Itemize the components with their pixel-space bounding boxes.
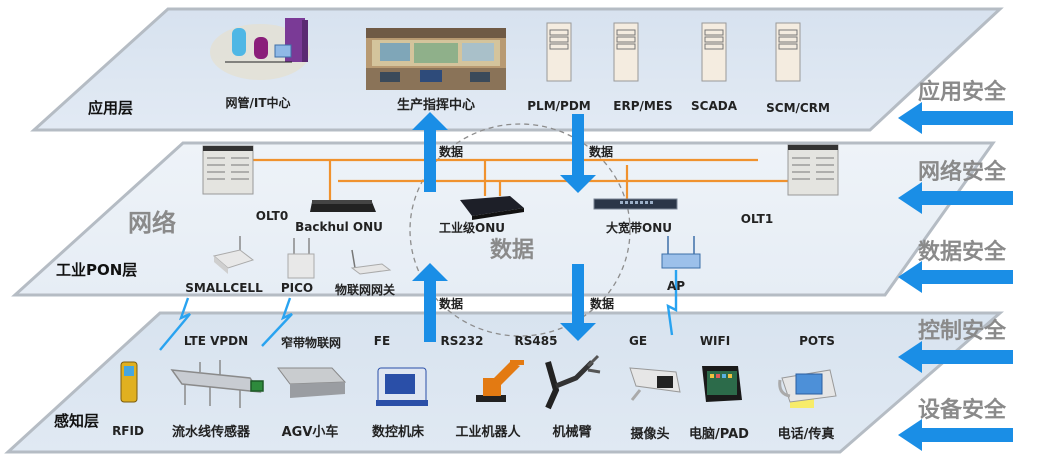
data-label-up-top: 数据 xyxy=(439,145,464,159)
smallcell-icon xyxy=(212,236,255,274)
label-rfid: RFID xyxy=(112,424,144,438)
security-arrow-2 xyxy=(898,182,1013,214)
label-smallcell: SMALLCELL xyxy=(185,281,263,295)
robot-arm-icon xyxy=(545,354,601,410)
security-arrow-1 xyxy=(898,102,1013,134)
broadband-onu-icon xyxy=(593,198,678,210)
security-arrow-5 xyxy=(898,419,1013,451)
arrow-up-to-application xyxy=(412,112,448,192)
label-broadband-onu: 大宽带ONU xyxy=(606,221,672,235)
label-erp-mes: ERP/MES xyxy=(613,99,673,113)
server-icon-scada xyxy=(701,22,727,82)
access-point-icon xyxy=(661,236,701,269)
label-olt1: OLT1 xyxy=(740,212,774,226)
backhul-onu-icon xyxy=(310,200,376,212)
lightning-ap xyxy=(666,270,678,336)
link-rs485: RS485 xyxy=(514,334,558,348)
label-assembly-sensor: 流水线传感器 xyxy=(171,425,251,440)
industrial-onu-icon xyxy=(460,196,524,220)
label-olt0: OLT0 xyxy=(255,209,289,223)
label-fax: 电话/传真 xyxy=(777,427,835,442)
data-label-down-top: 数据 xyxy=(589,145,614,159)
arrow-down-to-network xyxy=(560,114,596,193)
iot-gateway-icon xyxy=(350,249,392,275)
security-control: 控制安全 xyxy=(918,319,1007,344)
perception-layer-name: 感知层 xyxy=(54,412,100,430)
label-command-center: 生产指挥中心 xyxy=(396,98,476,113)
data-center-watermark: 数据 xyxy=(490,238,535,263)
olt0-icon xyxy=(202,145,254,195)
rfid-reader-icon xyxy=(120,361,138,403)
security-arrow-4 xyxy=(898,341,1013,373)
label-camera: 摄像头 xyxy=(630,427,670,442)
link-lte-vpdn: LTE VPDN xyxy=(183,334,249,348)
olt1-icon xyxy=(787,144,839,196)
label-backhul-onu: Backhul ONU xyxy=(295,220,383,234)
lightning-smallcell xyxy=(159,297,191,351)
data-label-up-bottom: 数据 xyxy=(439,297,464,311)
industrial-robot-icon xyxy=(476,360,524,402)
security-application: 应用安全 xyxy=(918,80,1007,105)
label-cnc: 数控机床 xyxy=(371,425,425,440)
wireless-links xyxy=(159,270,678,351)
label-scada: SCADA xyxy=(691,99,737,113)
perception-layer-plane xyxy=(4,311,1005,454)
data-label-down-bottom: 数据 xyxy=(590,297,615,311)
it-center-icon xyxy=(210,18,310,80)
link-ge: GE xyxy=(628,334,648,348)
label-robot-arm: 机械臂 xyxy=(552,425,592,440)
agv-icon xyxy=(277,367,347,398)
data-circle xyxy=(409,123,631,337)
cnc-machine-icon xyxy=(376,367,428,406)
fax-icon xyxy=(778,369,837,408)
application-layer-plane xyxy=(30,7,1004,132)
label-agv: AGV小车 xyxy=(281,425,339,440)
application-layer-name: 应用层 xyxy=(88,99,134,117)
label-pico: PICO xyxy=(280,281,314,295)
link-wifi: WIFI xyxy=(699,334,731,348)
servers xyxy=(546,22,801,82)
label-industrial-robot: 工业机器人 xyxy=(455,425,521,440)
link-pots: POTS xyxy=(799,334,835,348)
security-network: 网络安全 xyxy=(918,160,1007,185)
pico-icon xyxy=(287,238,315,279)
arrow-up-from-perception xyxy=(412,263,448,342)
label-it-center: 网管/IT中心 xyxy=(225,96,291,110)
label-ap: AP xyxy=(666,279,686,293)
arrow-down-to-perception xyxy=(560,264,596,341)
server-icon-erp xyxy=(613,22,639,82)
label-plm-pdm: PLM/PDM xyxy=(527,99,591,113)
security-arrows xyxy=(898,102,1013,451)
security-arrow-3 xyxy=(898,261,1013,293)
label-scm-crm: SCM/CRM xyxy=(766,101,830,115)
link-rs232: RS232 xyxy=(440,334,484,348)
label-tablet: 电脑/PAD xyxy=(689,427,749,442)
label-industrial-onu: 工业级ONU xyxy=(439,221,505,235)
label-iot-gateway: 物联网网关 xyxy=(334,283,396,297)
fiber-lines xyxy=(252,158,790,202)
security-device: 设备安全 xyxy=(918,398,1007,423)
data-arrows xyxy=(412,112,596,342)
server-icon-plm xyxy=(546,22,572,82)
assembly-line-icon xyxy=(170,360,264,408)
link-fe: FE xyxy=(373,334,391,348)
security-data: 数据安全 xyxy=(918,240,1007,265)
link-nb-iot: 窄带物联网 xyxy=(280,336,342,350)
command-center-photo xyxy=(366,28,506,90)
network-layer-name: 工业PON层 xyxy=(56,261,138,279)
network-watermark: 网络 xyxy=(128,209,176,237)
tablet-icon xyxy=(702,366,742,402)
lightning-pico xyxy=(261,297,293,347)
server-icon-scm xyxy=(775,22,801,82)
camera-icon xyxy=(629,367,681,401)
